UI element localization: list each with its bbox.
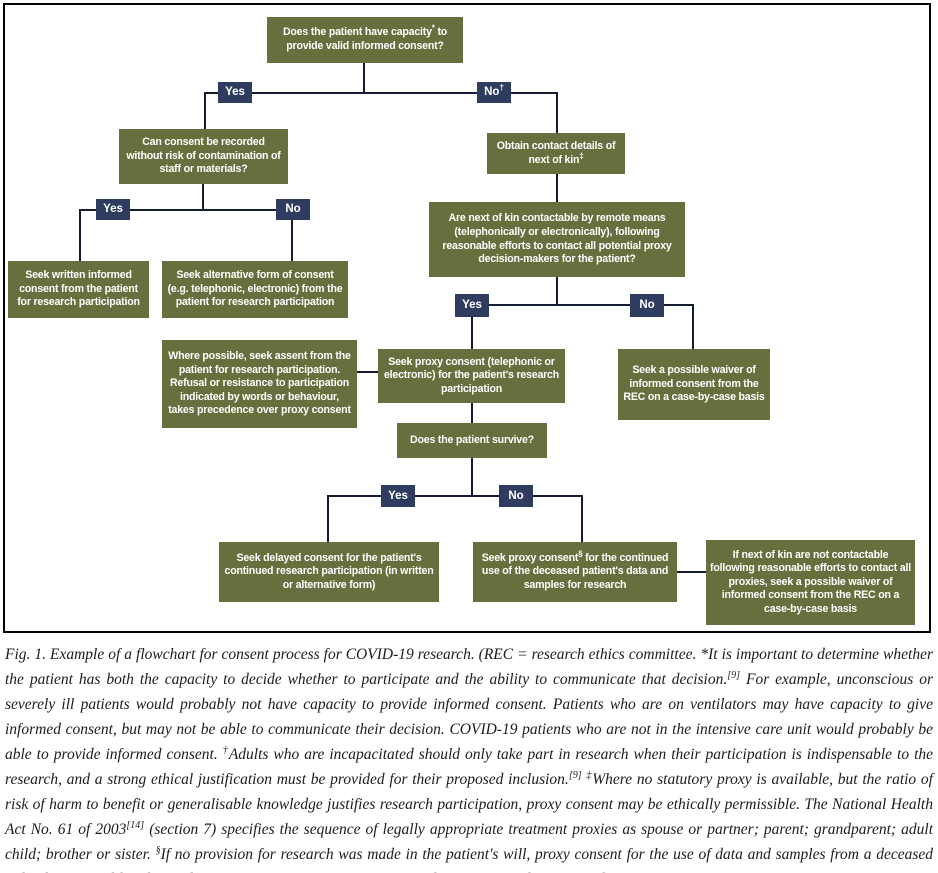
node-q-next-of-kin-contactable: Are next of kin contactable by remote me… — [429, 202, 685, 277]
label-yes-capacity: Yes — [218, 82, 252, 103]
node-label: Does the patient have capacity* to provi… — [282, 23, 448, 52]
connector-line — [79, 209, 81, 261]
node-label: Yes — [103, 203, 123, 216]
connector-line — [471, 304, 473, 349]
node-label: Seek a possible waiver of informed conse… — [623, 364, 765, 404]
node-label: Can consent be recorded without risk of … — [126, 136, 281, 176]
connector-line — [556, 277, 558, 305]
node-seek-assent: Where possible, seek assent from the pat… — [162, 340, 357, 428]
node-seek-delayed-consent: Seek delayed consent for the patient's c… — [219, 542, 439, 602]
label-no-survive: No — [499, 485, 533, 507]
connector-line — [471, 403, 473, 423]
connector-line — [471, 304, 694, 306]
node-label: Yes — [225, 86, 245, 99]
connector-line — [79, 209, 293, 211]
connector-line — [471, 458, 473, 496]
connector-line — [556, 174, 558, 202]
connector-line — [291, 209, 293, 261]
connector-line — [556, 92, 558, 133]
label-yes-recorded: Yes — [96, 199, 130, 220]
node-q-patient-capacity: Does the patient have capacity* to provi… — [267, 17, 463, 63]
connector-line — [581, 495, 583, 542]
node-seek-proxy-consent-deceased: Seek proxy consent§ for the continued us… — [473, 542, 677, 602]
connector-line — [677, 571, 706, 573]
connector-line — [692, 304, 694, 349]
node-seek-rec-waiver: Seek a possible waiver of informed conse… — [618, 349, 770, 420]
node-label: Yes — [388, 489, 408, 502]
node-label: No† — [484, 83, 504, 99]
node-q-patient-survive: Does the patient survive? — [397, 423, 547, 458]
node-seek-written-consent: Seek written informed consent from the p… — [8, 261, 149, 318]
node-label: If next of kin are not contactable follo… — [710, 548, 911, 615]
label-no-capacity: No† — [477, 82, 511, 103]
node-label: No — [639, 299, 655, 312]
node-label: No — [285, 203, 301, 216]
node-label: Where possible, seek assent from the pat… — [168, 350, 351, 417]
node-label: Seek proxy consent (telephonic or electr… — [383, 355, 560, 395]
node-label: Are next of kin contactable by remote me… — [442, 212, 672, 266]
node-label: Yes — [462, 299, 482, 312]
connector-line — [357, 371, 378, 373]
connector-line — [204, 92, 206, 129]
flowchart-frame — [3, 3, 931, 633]
label-yes-next-of-kin: Yes — [455, 294, 489, 317]
node-label: Seek delayed consent for the patient's c… — [224, 551, 434, 591]
node-seek-proxy-consent: Seek proxy consent (telephonic or electr… — [378, 349, 565, 403]
label-yes-survive: Yes — [381, 485, 415, 507]
connector-line — [204, 92, 558, 94]
node-seek-alternative-consent: Seek alternative form of consent (e.g. t… — [162, 261, 348, 318]
connector-line — [327, 495, 329, 542]
figure-caption: Fig. 1. Example of a flowchart for conse… — [5, 646, 934, 873]
node-label: No — [508, 489, 524, 502]
connector-line — [202, 184, 204, 210]
node-kin-not-contactable-waiver: If next of kin are not contactable follo… — [706, 540, 915, 625]
node-label: Does the patient survive? — [410, 433, 534, 446]
label-no-next-of-kin: No — [630, 294, 664, 317]
node-obtain-contact-details: Obtain contact details of next of kin‡ — [487, 133, 625, 174]
connector-line — [327, 495, 583, 497]
node-label: Obtain contact details of next of kin‡ — [496, 139, 616, 166]
node-q-consent-recorded: Can consent be recorded without risk of … — [119, 129, 288, 184]
label-no-recorded: No — [276, 199, 310, 220]
node-label: Seek proxy consent§ for the continued us… — [481, 549, 669, 591]
node-label: Seek written informed consent from the p… — [17, 269, 140, 309]
connector-line — [363, 63, 365, 93]
node-label: Seek alternative form of consent (e.g. t… — [167, 269, 343, 309]
